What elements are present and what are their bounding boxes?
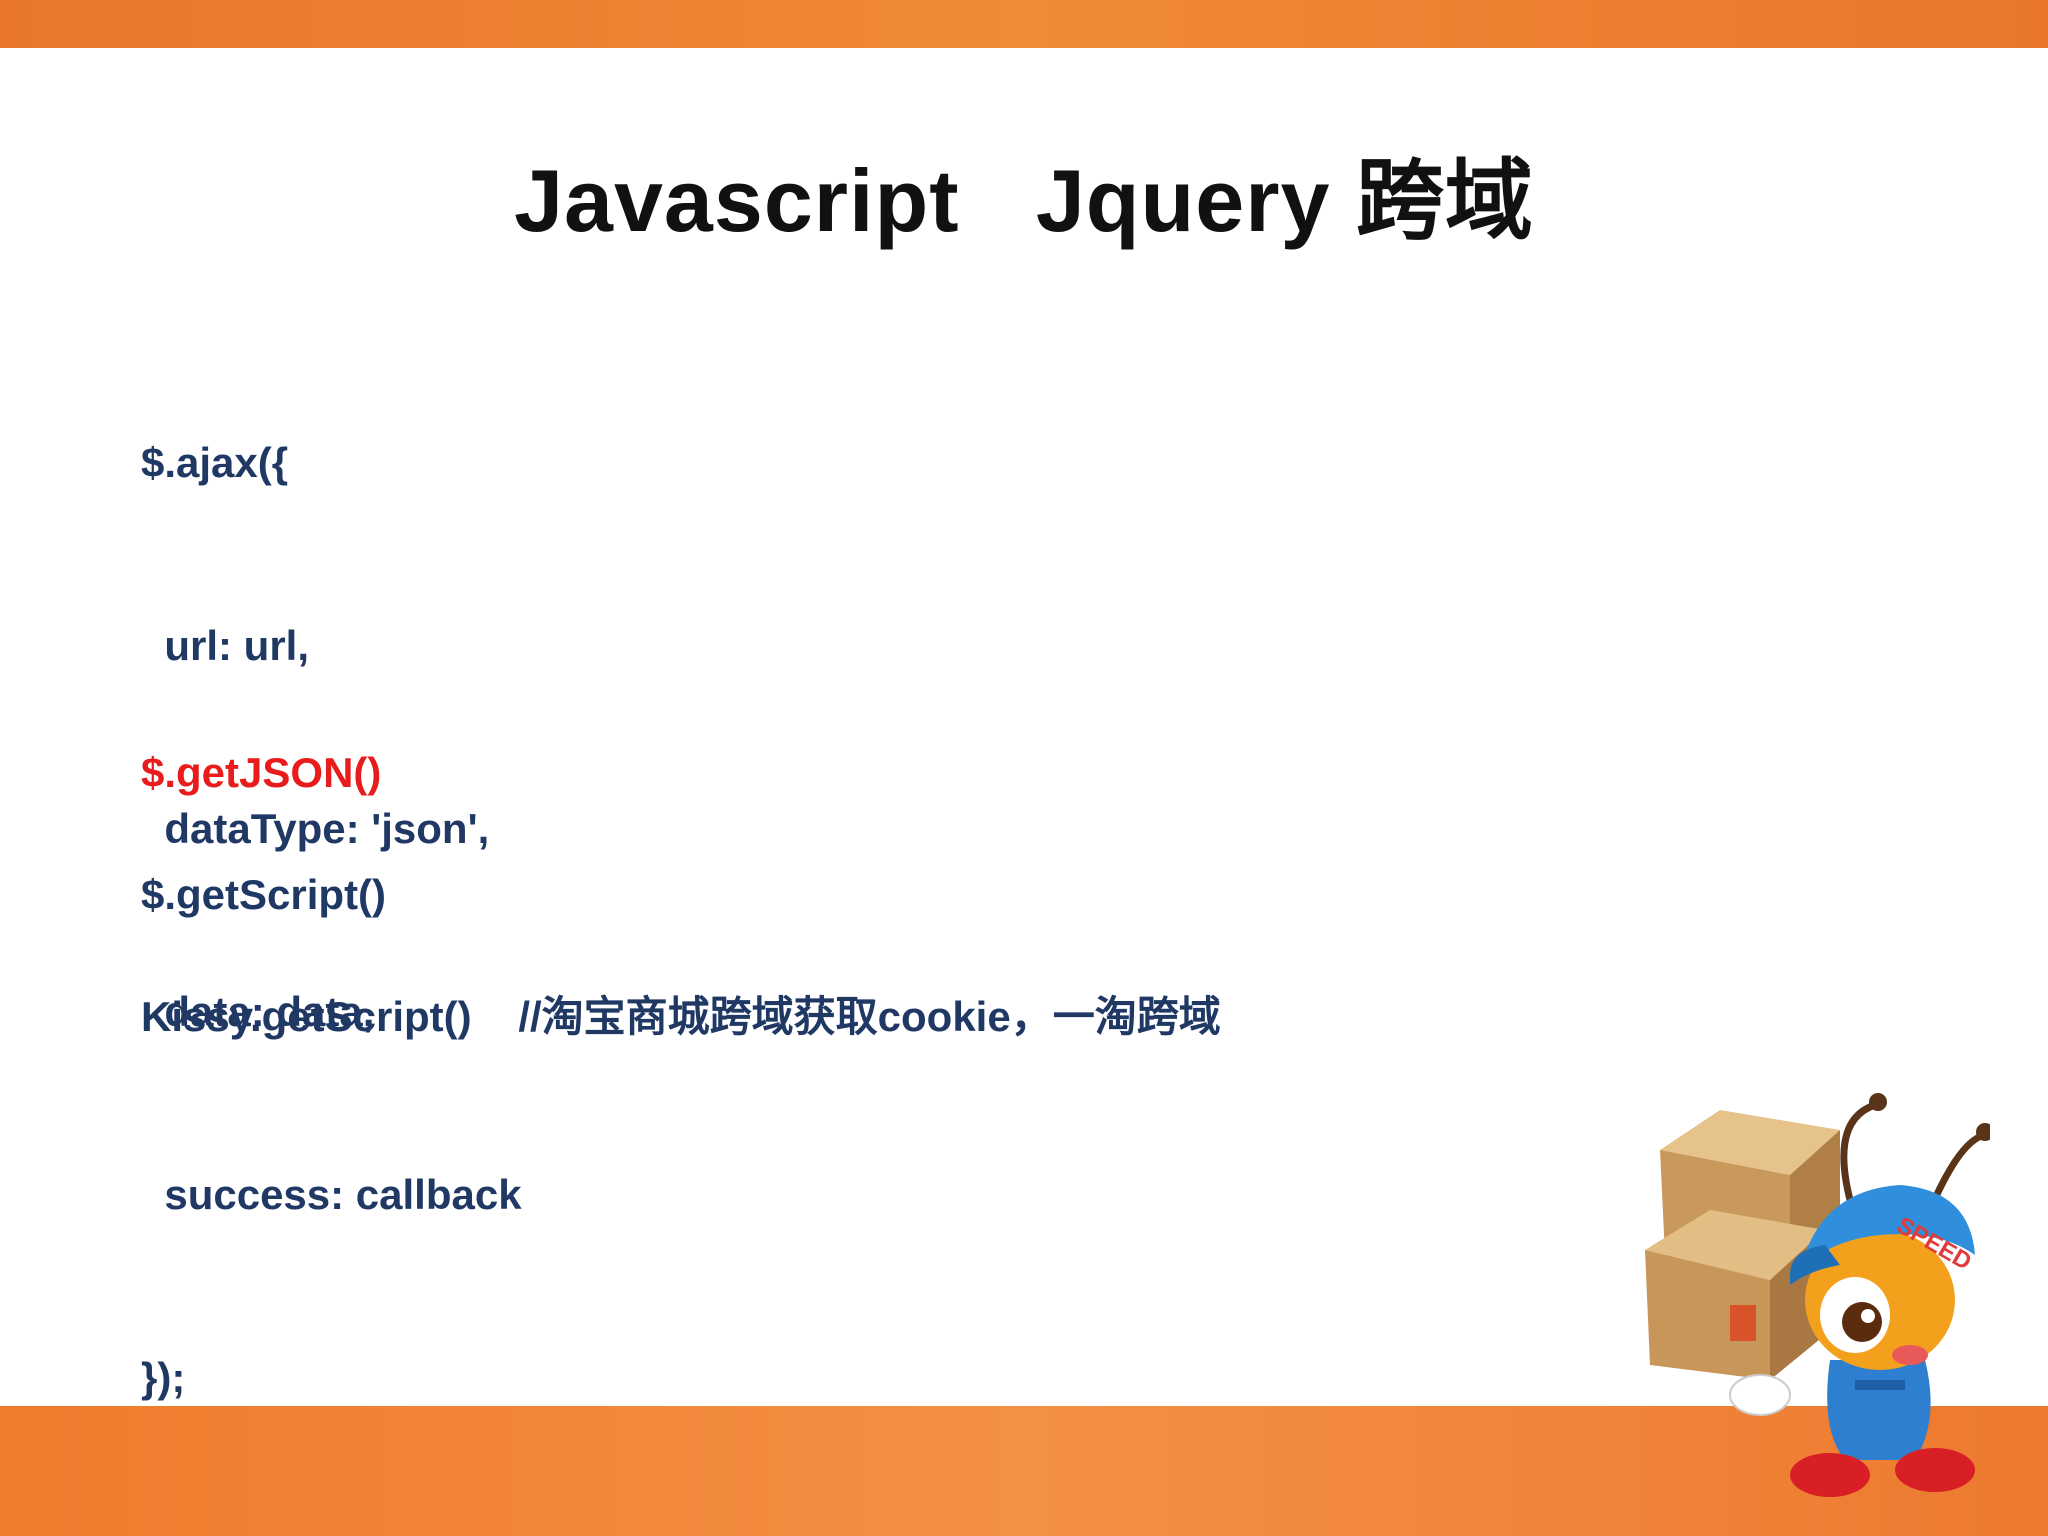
code-line: $.ajax({	[141, 439, 289, 486]
getscript-line: $.getScript()	[141, 871, 387, 918]
kissy-comment: //淘宝商城跨域获取cookie，一淘跨域	[471, 993, 1221, 1040]
code-line: data: data,	[141, 988, 375, 1035]
kissy-call: Kissy.getScript()	[141, 993, 472, 1040]
cardboard-boxes	[1645, 1110, 1840, 1380]
getjson-line: $.getJSON()	[141, 749, 382, 796]
top-orange-bar	[0, 0, 2048, 48]
code-line: dataType: 'json',	[141, 805, 490, 852]
kissy-line: Kissy.getScript() //淘宝商城跨域获取cookie，一淘跨域	[141, 986, 1221, 1047]
code-line: success: callback	[141, 1171, 522, 1218]
code-line: });	[141, 1354, 186, 1401]
ajax-code-block: $.ajax({ url: url, dataType: 'json', dat…	[141, 310, 522, 1469]
ant-courier-mascot-icon: SPEED	[1645, 1093, 1990, 1497]
code-line: url: url,	[141, 622, 309, 669]
slide-title: Javascript Jquery 跨域	[514, 151, 1534, 250]
bottom-orange-bar	[0, 1406, 2048, 1536]
